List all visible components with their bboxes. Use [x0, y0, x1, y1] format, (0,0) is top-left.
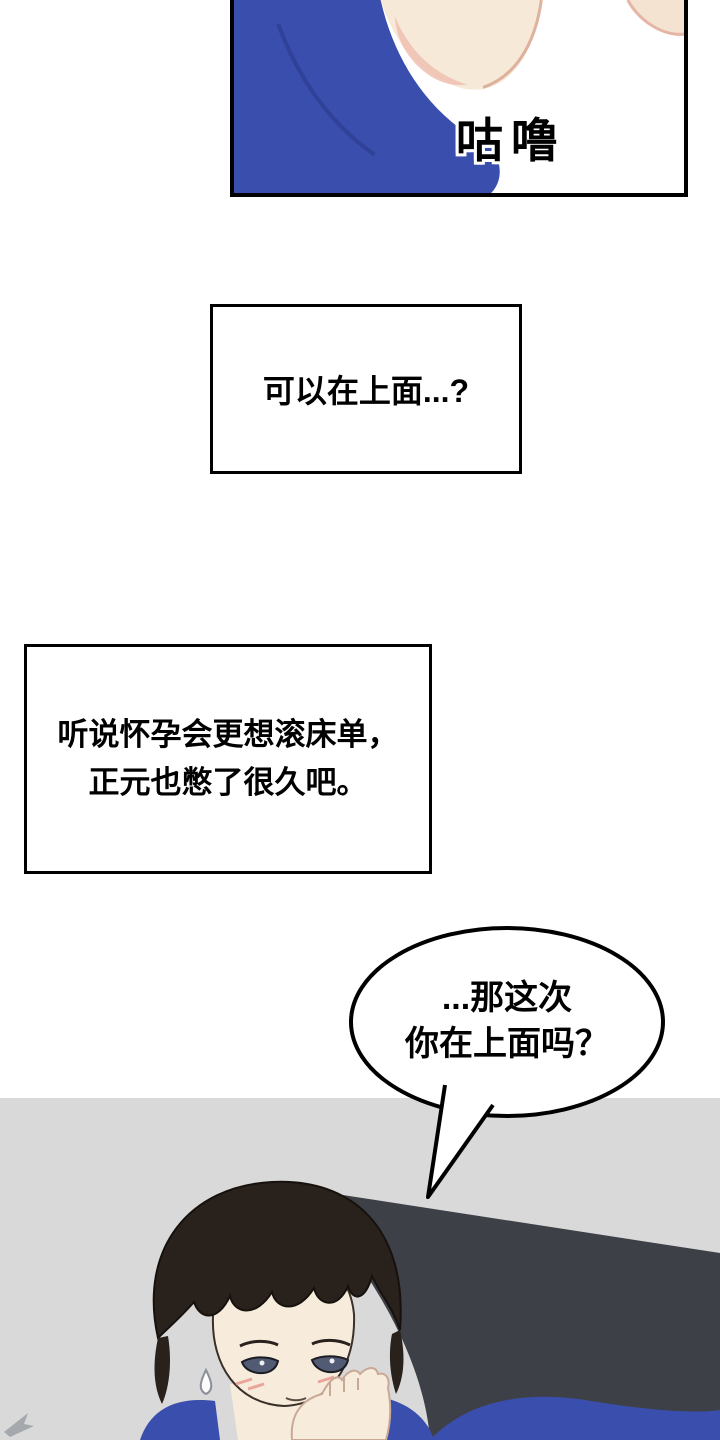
- speech-bubble-body: [349, 926, 665, 1118]
- neck-blush: [394, 16, 468, 86]
- caption-1-text: 可以在上面...?: [262, 373, 470, 409]
- left-eyebrow: [239, 1339, 279, 1348]
- caption-box-1: 可以在上面...?: [210, 304, 522, 474]
- right-eye: [310, 1355, 350, 1374]
- mouth: [285, 1397, 307, 1402]
- hand: [290, 1367, 392, 1440]
- jacket: [234, 0, 500, 193]
- bubble-line1: ...那这次: [441, 979, 573, 1017]
- caption-2-line2: 正元也憋了很久吧。: [88, 765, 368, 800]
- finger-lines: [329, 1378, 359, 1396]
- speech-bubble-tail: [428, 1085, 493, 1197]
- jacket-fold-line: [276, 23, 376, 157]
- caption-box-2: 听说怀孕会更想滚床单， 正元也憋了很久吧。: [24, 644, 432, 874]
- top-panel-art: [234, 0, 684, 193]
- hair-left-strand: [154, 1336, 170, 1404]
- right-eye-highlight: [329, 1358, 335, 1364]
- caption-2-line1: 听说怀孕会更想滚床单，: [57, 716, 399, 752]
- sweat-drop: [199, 1367, 213, 1396]
- bubble-line2: 你在上面吗？: [405, 1024, 609, 1063]
- left-eye-highlight: [259, 1360, 265, 1366]
- speech-bubble-text: ...那这次 你在上面吗？: [362, 976, 652, 1068]
- right-eyebrow: [311, 1338, 351, 1347]
- bottom-panel-art: [0, 1098, 720, 1440]
- left-eye: [240, 1356, 280, 1375]
- neck-shade-line: [482, 0, 543, 89]
- jacket-right: [430, 1396, 720, 1440]
- chin: [627, 0, 684, 35]
- speech-bubble-tail-outline: [426, 1084, 495, 1199]
- hair: [152, 1180, 402, 1340]
- watermark-cursor-icon: [4, 1413, 34, 1437]
- jacket-left-shoulder: [140, 1400, 220, 1440]
- sfx-text: 咕噜: [456, 114, 566, 167]
- neck: [380, 0, 542, 90]
- dark-surface: [297, 1188, 720, 1440]
- hair-right-strand: [389, 1330, 404, 1394]
- comic-panel-top: 咕噜: [230, 0, 688, 197]
- chin-edge-line: [626, 0, 684, 36]
- comic-panel-bottom: [0, 1098, 720, 1440]
- speech-bubble: [349, 926, 665, 1199]
